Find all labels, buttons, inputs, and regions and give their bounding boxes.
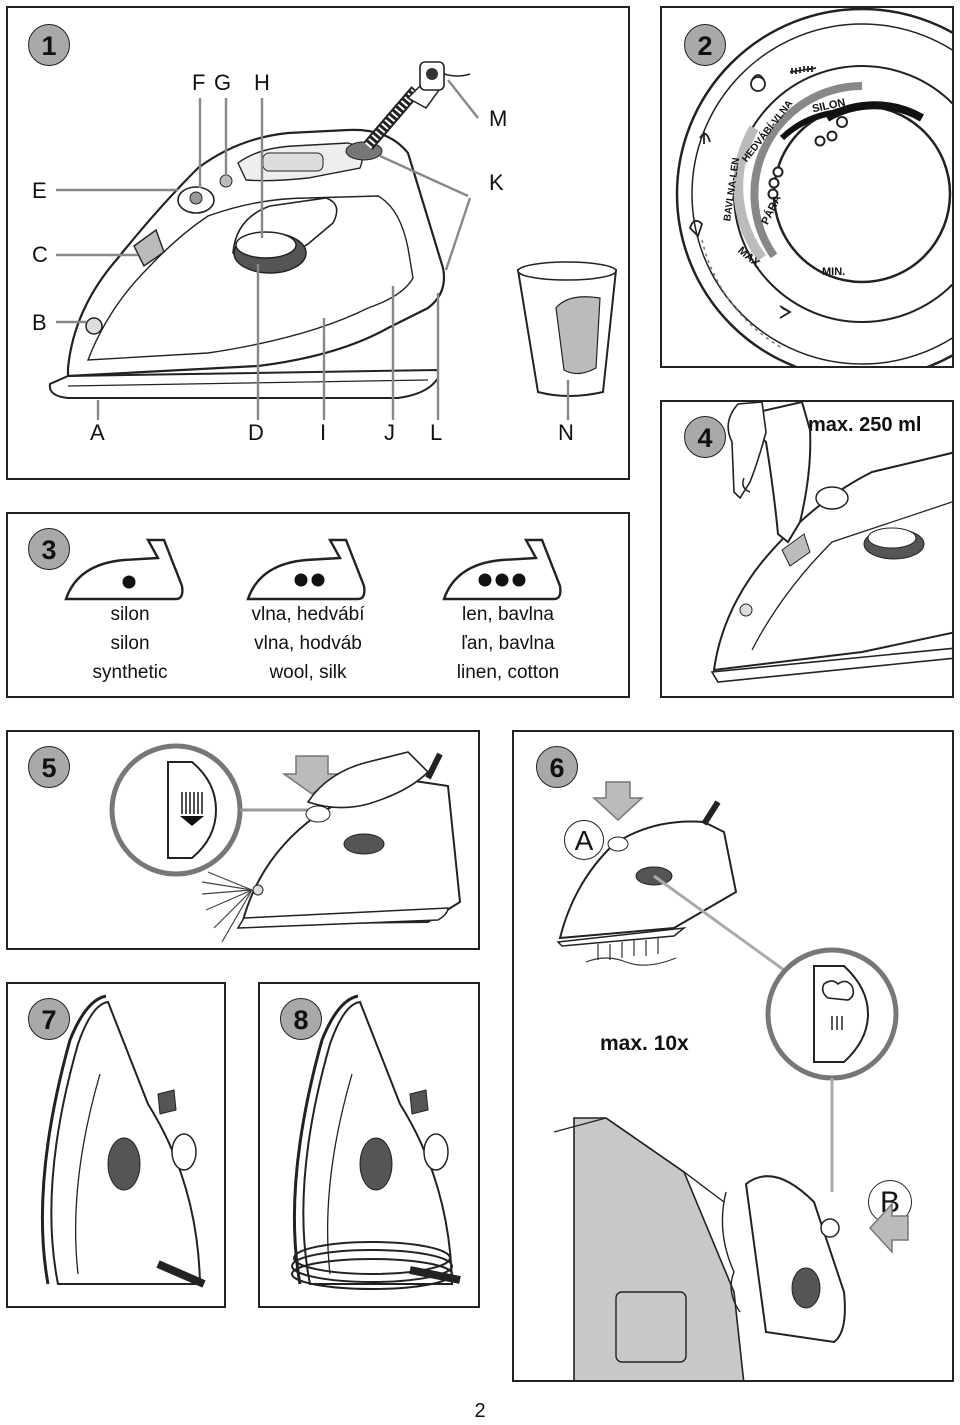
panel-7-vertical-storage: 7 (6, 982, 226, 1308)
panel-3-fabric-settings: 3 silon silon synthetic vlna, hedvábí vl… (6, 512, 630, 698)
panel-number: 8 (280, 998, 322, 1040)
temp-symbols (64, 538, 562, 601)
label-J: J (384, 420, 395, 445)
steam-illustration (553, 781, 909, 1380)
caption-synthetic: silon silon synthetic (92, 604, 168, 683)
label-N: N (558, 420, 574, 445)
fill-illustration (710, 402, 952, 683)
panel-number: 5 (28, 746, 70, 788)
panel-4-fill-water: 4 max. 250 ml (660, 400, 954, 698)
label-H: H (254, 70, 270, 95)
caption-linen-cotton: len, bavlna ľan, bavlna linen, cotton (456, 604, 560, 683)
panel-1-iron-parts: 1 (6, 6, 630, 480)
label-b-circle: B (868, 1180, 912, 1224)
panel-number: 4 (684, 416, 726, 458)
label-a-circle: A (564, 820, 604, 860)
iron-diagram (48, 61, 618, 420)
label-K: K (489, 170, 504, 195)
panel-number: 2 (684, 24, 726, 66)
dial-diagram (675, 8, 952, 366)
label-G: G (214, 70, 232, 95)
spray-illustration (109, 743, 462, 943)
max-bursts-note: max. 10x (600, 1032, 689, 1055)
panel-5-spray: 5 (6, 730, 480, 950)
label-D: D (248, 420, 264, 445)
label-A: A (90, 420, 105, 445)
upright-iron (40, 994, 206, 1288)
panel-number: 1 (28, 24, 70, 66)
label-E: E (32, 178, 47, 203)
panel-6-steam-burst: 6 A B max. 10x (512, 730, 954, 1382)
panel-2-temperature-dial: 2 SILON HEDVÁBÍ-VLNA BAVLNA-LEN PÁRA M (660, 6, 954, 368)
upright-iron-cord (291, 994, 461, 1290)
caption-wool-silk: vlna, hedvábí vlna, hodváb wool, silk (251, 604, 365, 683)
page-number: 2 (474, 1400, 486, 1422)
panel-number: 3 (28, 528, 70, 570)
max-volume-note: max. 250 ml (808, 414, 922, 436)
label-I: I (320, 420, 327, 445)
panel-number: 7 (28, 998, 70, 1040)
label-F: F (192, 70, 206, 95)
label-B: B (32, 310, 47, 335)
panel-number: 6 (536, 746, 578, 788)
dial-min: MIN. (822, 266, 846, 278)
label-M: M (489, 106, 508, 131)
label-C: C (32, 242, 48, 267)
label-L: L (430, 420, 443, 445)
panel-8-cord-storage: 8 (258, 982, 480, 1308)
